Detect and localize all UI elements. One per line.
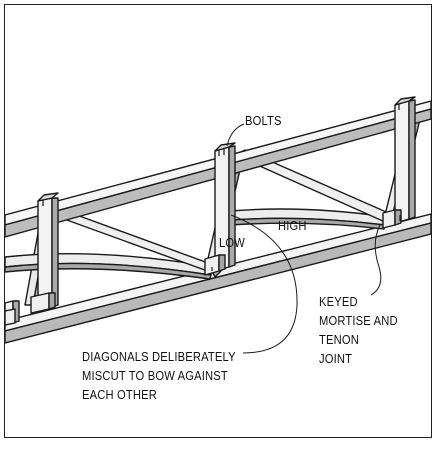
diagram-frame: BOLTS HIGH LOW KEYED MORTISE AND TENON J… xyxy=(4,4,432,438)
leader-lines xyxy=(226,123,382,354)
bolts xyxy=(42,104,401,271)
truss-drawing xyxy=(5,96,431,354)
high-label: HIGH xyxy=(278,218,307,233)
left-joint-block xyxy=(30,292,56,314)
diagonals-leader xyxy=(230,214,298,354)
diagonals-label: DIAGONALS DELIBERATELY MISCUT TO BOW AGA… xyxy=(82,349,236,402)
left-post xyxy=(37,192,59,311)
keyed-leader xyxy=(370,224,382,296)
right-joint-block xyxy=(382,209,402,229)
middle-joint-block xyxy=(204,254,226,276)
keyed-mortise-label: KEYED MORTISE AND TENON JOINT xyxy=(319,294,398,366)
bolts-label: BOLTS xyxy=(245,113,282,128)
low-label: LOW xyxy=(219,235,245,250)
right-post xyxy=(394,96,416,224)
bolts-leader xyxy=(226,123,245,147)
far-left-joint-block xyxy=(5,308,16,326)
middle-post xyxy=(214,142,236,272)
bowed-diagonal-high xyxy=(230,208,388,230)
